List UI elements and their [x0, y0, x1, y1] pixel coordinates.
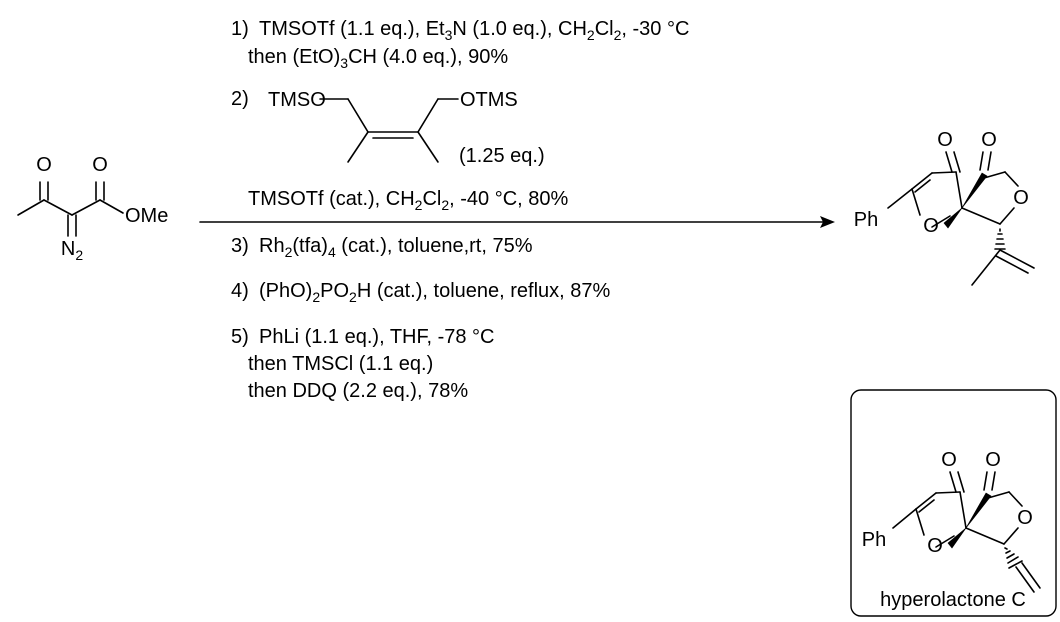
- reaction-conditions: 1) TMSOTf (1.1 eq.), Et3N (1.0 eq.), CH2…: [231, 18, 689, 402]
- step-2-number: 2): [231, 88, 249, 110]
- step-5-number: 5): [231, 326, 249, 348]
- natural-product-box: O O O O Ph hyperolactone C: [850, 389, 1057, 617]
- step-2-otms-label: OTMS: [460, 89, 518, 111]
- step-3-number: 3): [231, 235, 249, 257]
- step-3-line-1: Rh2(tfa)4 (cat.), toluene,rt, 75%: [259, 235, 533, 260]
- starting-material: O O OMe N2: [17, 154, 168, 263]
- sm-methoxy-label: OMe: [125, 205, 168, 227]
- product-methyl-wedge: [943, 207, 963, 229]
- step-4-line-1: (PhO)2PO2H (cat.), toluene, reflux, 87%: [259, 280, 611, 305]
- hyperolactone-lactone-oxygen: O: [1017, 507, 1033, 529]
- product-hash-bond: [994, 228, 1006, 250]
- hyperolactone-ketone-oxygen: O: [941, 449, 957, 471]
- reaction-arrow: [199, 216, 835, 228]
- hyperolactone-furan-oxygen: O: [927, 535, 943, 557]
- step-5-line-1: PhLi (1.1 eq.), THF, -78 °C: [259, 326, 495, 348]
- product-lactone-carbonyl-oxygen: O: [981, 129, 997, 151]
- product-ketone-oxygen: O: [937, 129, 953, 151]
- step-2-line-1: (1.25 eq.): [459, 145, 545, 167]
- hyperolactone-bonds: [892, 471, 1041, 593]
- product-lactone-oxygen: O: [1013, 187, 1029, 209]
- step-4-number: 4): [231, 280, 249, 302]
- product-furan-oxygen: O: [923, 215, 939, 237]
- sm-ester-oxygen: O: [92, 154, 108, 176]
- product-phenyl-label: Ph: [854, 209, 878, 231]
- hyperolactone-wedge-bond: [965, 492, 992, 529]
- sm-ketone-oxygen: O: [36, 154, 52, 176]
- step-1-line-1: TMSOTf (1.1 eq.), Et3N (1.0 eq.), CH2Cl2…: [259, 18, 689, 43]
- starting-material-bonds: [17, 181, 124, 237]
- step-2-line-2: TMSOTf (cat.), CH2Cl2, -40 °C, 80%: [248, 188, 569, 213]
- step-2-diene-reagent: [319, 98, 459, 163]
- step-2-tmso-label: TMSO: [268, 89, 326, 111]
- product-wedge-bond: [961, 172, 988, 209]
- hyperolactone-hash-bond: [1004, 547, 1023, 569]
- step-5-line-3: then DDQ (2.2 eq.), 78%: [248, 380, 468, 402]
- hyperolactone-lactone-carbonyl-oxygen: O: [985, 449, 1001, 471]
- hyperolactone-phenyl-label: Ph: [862, 529, 886, 551]
- product-bonds: [887, 151, 1035, 286]
- product-structure: O O O O Ph: [854, 129, 1035, 286]
- step-5-line-2: then TMSCl (1.1 eq.): [248, 353, 433, 375]
- step-1-line-2: then (EtO)3CH (4.0 eq.), 90%: [248, 46, 508, 71]
- natural-product-name: hyperolactone C: [880, 589, 1026, 611]
- sm-diazo-label: N2: [61, 238, 83, 263]
- step-1-number: 1): [231, 18, 249, 40]
- hyperolactone-methyl-wedge: [947, 527, 967, 549]
